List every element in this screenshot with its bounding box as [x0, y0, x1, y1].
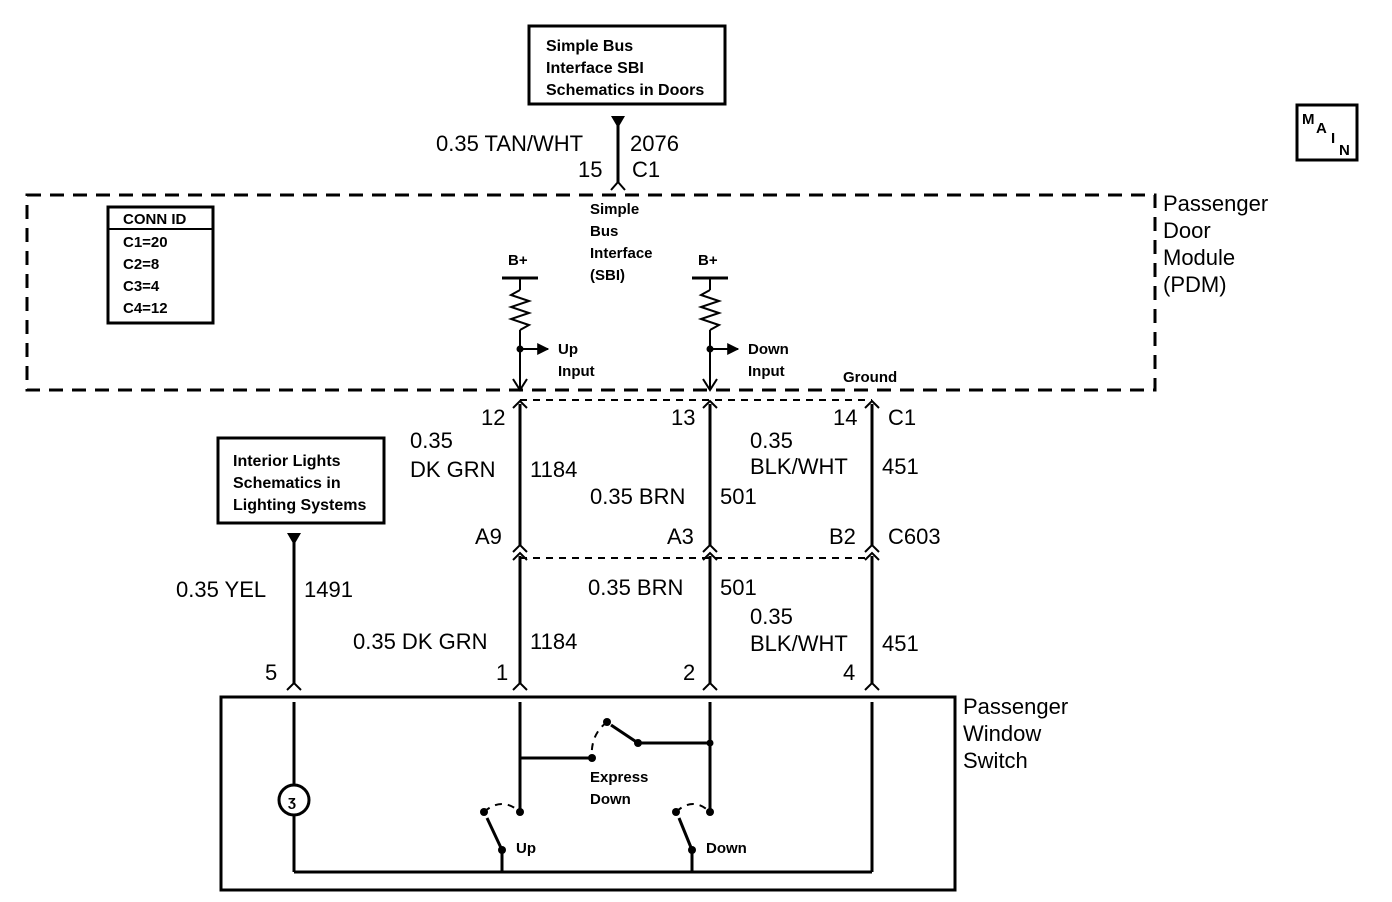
main-badge-n: N — [1339, 142, 1350, 159]
main-badge-i: I — [1331, 130, 1335, 147]
lower-ground-circuit: 451 — [882, 631, 919, 656]
c603-pin-a3: A3 — [667, 524, 694, 549]
c603-pin-a9: A9 — [475, 524, 502, 549]
pdm-label-line-4: (PDM) — [1163, 272, 1227, 297]
upper-wire-segments — [518, 404, 874, 545]
up-input-label-1: Up — [558, 341, 578, 358]
wire-2076-gauge-color: 0.35 TAN/WHT — [436, 131, 583, 156]
down-input-pullup-resistor — [692, 276, 740, 392]
lower-yel-circuit: 1491 — [304, 577, 353, 602]
sbi-label-line-3: Interface — [590, 245, 653, 262]
interior-lights-schematic-reference: Interior Lights Schematics in Lighting S… — [216, 436, 386, 525]
lower-ground-color: BLK/WHT — [750, 631, 848, 656]
up-input-pullup-resistor — [502, 276, 550, 392]
upper-up-circuit: 1184 — [530, 457, 577, 482]
pdm-connector-c1 — [512, 399, 880, 409]
up-input-label-2: Input — [558, 363, 595, 380]
c603-pin-b2: B2 — [829, 524, 856, 549]
pdm-pin-12: 12 — [481, 405, 505, 430]
switch-pin-4: 4 — [843, 660, 855, 685]
conn-id-c1: C1=20 — [123, 234, 168, 251]
pdm-pin-13: 13 — [671, 405, 695, 430]
window-switch-label-1: Passenger — [963, 694, 1068, 719]
c603-connector-name: C603 — [888, 524, 941, 549]
upper-up-color: DK GRN — [410, 457, 496, 482]
pdm-pin-15: 15 — [578, 157, 602, 182]
pdm-label-line-1: Passenger — [1163, 191, 1268, 216]
conn-id-table: CONN ID C1=20 C2=8 C3=4 C4=12 — [106, 205, 215, 325]
window-switch-label-3: Switch — [963, 748, 1028, 773]
sbi-ref-line-1: Simple Bus — [546, 38, 633, 55]
passenger-window-switch — [219, 695, 957, 892]
up-switch — [480, 803, 524, 872]
sbi-label-line-2: Bus — [590, 223, 618, 240]
express-down-label-1: Express — [590, 769, 648, 786]
pdm-connector-c1-bottom: C1 — [888, 405, 916, 430]
express-down-label-2: Down — [590, 791, 631, 808]
pdm-pin-14: 14 — [833, 405, 857, 430]
wire-2076 — [610, 116, 626, 191]
illumination-lamp-symbol: ʒ — [288, 793, 296, 810]
main-badge: M A I N — [1295, 103, 1359, 162]
inline-connector-c603 — [512, 543, 880, 561]
down-switch — [672, 803, 714, 872]
switch-pin-2: 2 — [683, 660, 695, 685]
interior-lights-ref-line-3: Lighting Systems — [233, 497, 366, 514]
upper-ground-color: BLK/WHT — [750, 454, 848, 479]
switch-internal-wiring: ʒ — [277, 702, 874, 874]
lower-down-gauge-color: 0.35 BRN — [588, 575, 683, 600]
lower-up-gauge-color: 0.35 DK GRN — [353, 629, 488, 654]
sbi-ref-line-3: Schematics in Doors — [546, 82, 704, 99]
wire-2076-circuit: 2076 — [630, 131, 679, 156]
down-bplus-label: B+ — [698, 252, 718, 269]
upper-down-gauge-color: 0.35 BRN — [590, 484, 685, 509]
lower-down-circuit: 501 — [720, 575, 757, 600]
down-input-label-2: Input — [748, 363, 785, 380]
upper-down-circuit: 501 — [720, 484, 757, 509]
sbi-ref-line-2: Interface SBI — [546, 60, 644, 77]
upper-ground-circuit: 451 — [882, 454, 919, 479]
sbi-label-line-4: (SBI) — [590, 267, 625, 284]
pdm-label-line-3: Module — [1163, 245, 1235, 270]
interior-lights-ref-line-1: Interior Lights — [233, 453, 341, 470]
lower-yel-gauge-color: 0.35 YEL — [176, 577, 266, 602]
sbi-schematic-reference: Simple Bus Interface SBI Schematics in D… — [527, 24, 727, 106]
down-input-label-1: Down — [748, 341, 789, 358]
wire-1491 — [287, 533, 301, 683]
window-switch-label-2: Window — [963, 721, 1041, 746]
up-switch-label: Up — [516, 840, 536, 857]
express-down-switch — [588, 718, 642, 762]
lower-wire-segments — [518, 556, 874, 683]
sbi-label-line-1: Simple — [590, 201, 639, 218]
ground-label: Ground — [843, 369, 897, 386]
interior-lights-ref-line-2: Schematics in — [233, 475, 341, 492]
passenger-door-module — [25, 193, 1157, 392]
pdm-connector-c1-top: C1 — [632, 157, 660, 182]
conn-id-c4: C4=12 — [123, 300, 168, 317]
pdm-label-line-2: Door — [1163, 218, 1211, 243]
switch-pin-5: 5 — [265, 660, 277, 685]
main-badge-a: A — [1316, 120, 1327, 137]
conn-id-c2: C2=8 — [123, 256, 159, 273]
upper-ground-gauge: 0.35 — [750, 428, 793, 453]
down-switch-label: Down — [706, 840, 747, 857]
lower-up-circuit: 1184 — [530, 629, 577, 654]
conn-id-c3: C3=4 — [123, 278, 160, 295]
conn-id-title: CONN ID — [123, 211, 187, 228]
up-bplus-label: B+ — [508, 252, 528, 269]
main-badge-m: M — [1302, 111, 1315, 128]
switch-pin-1: 1 — [496, 660, 508, 685]
upper-up-gauge: 0.35 — [410, 428, 453, 453]
lower-ground-gauge: 0.35 — [750, 604, 793, 629]
